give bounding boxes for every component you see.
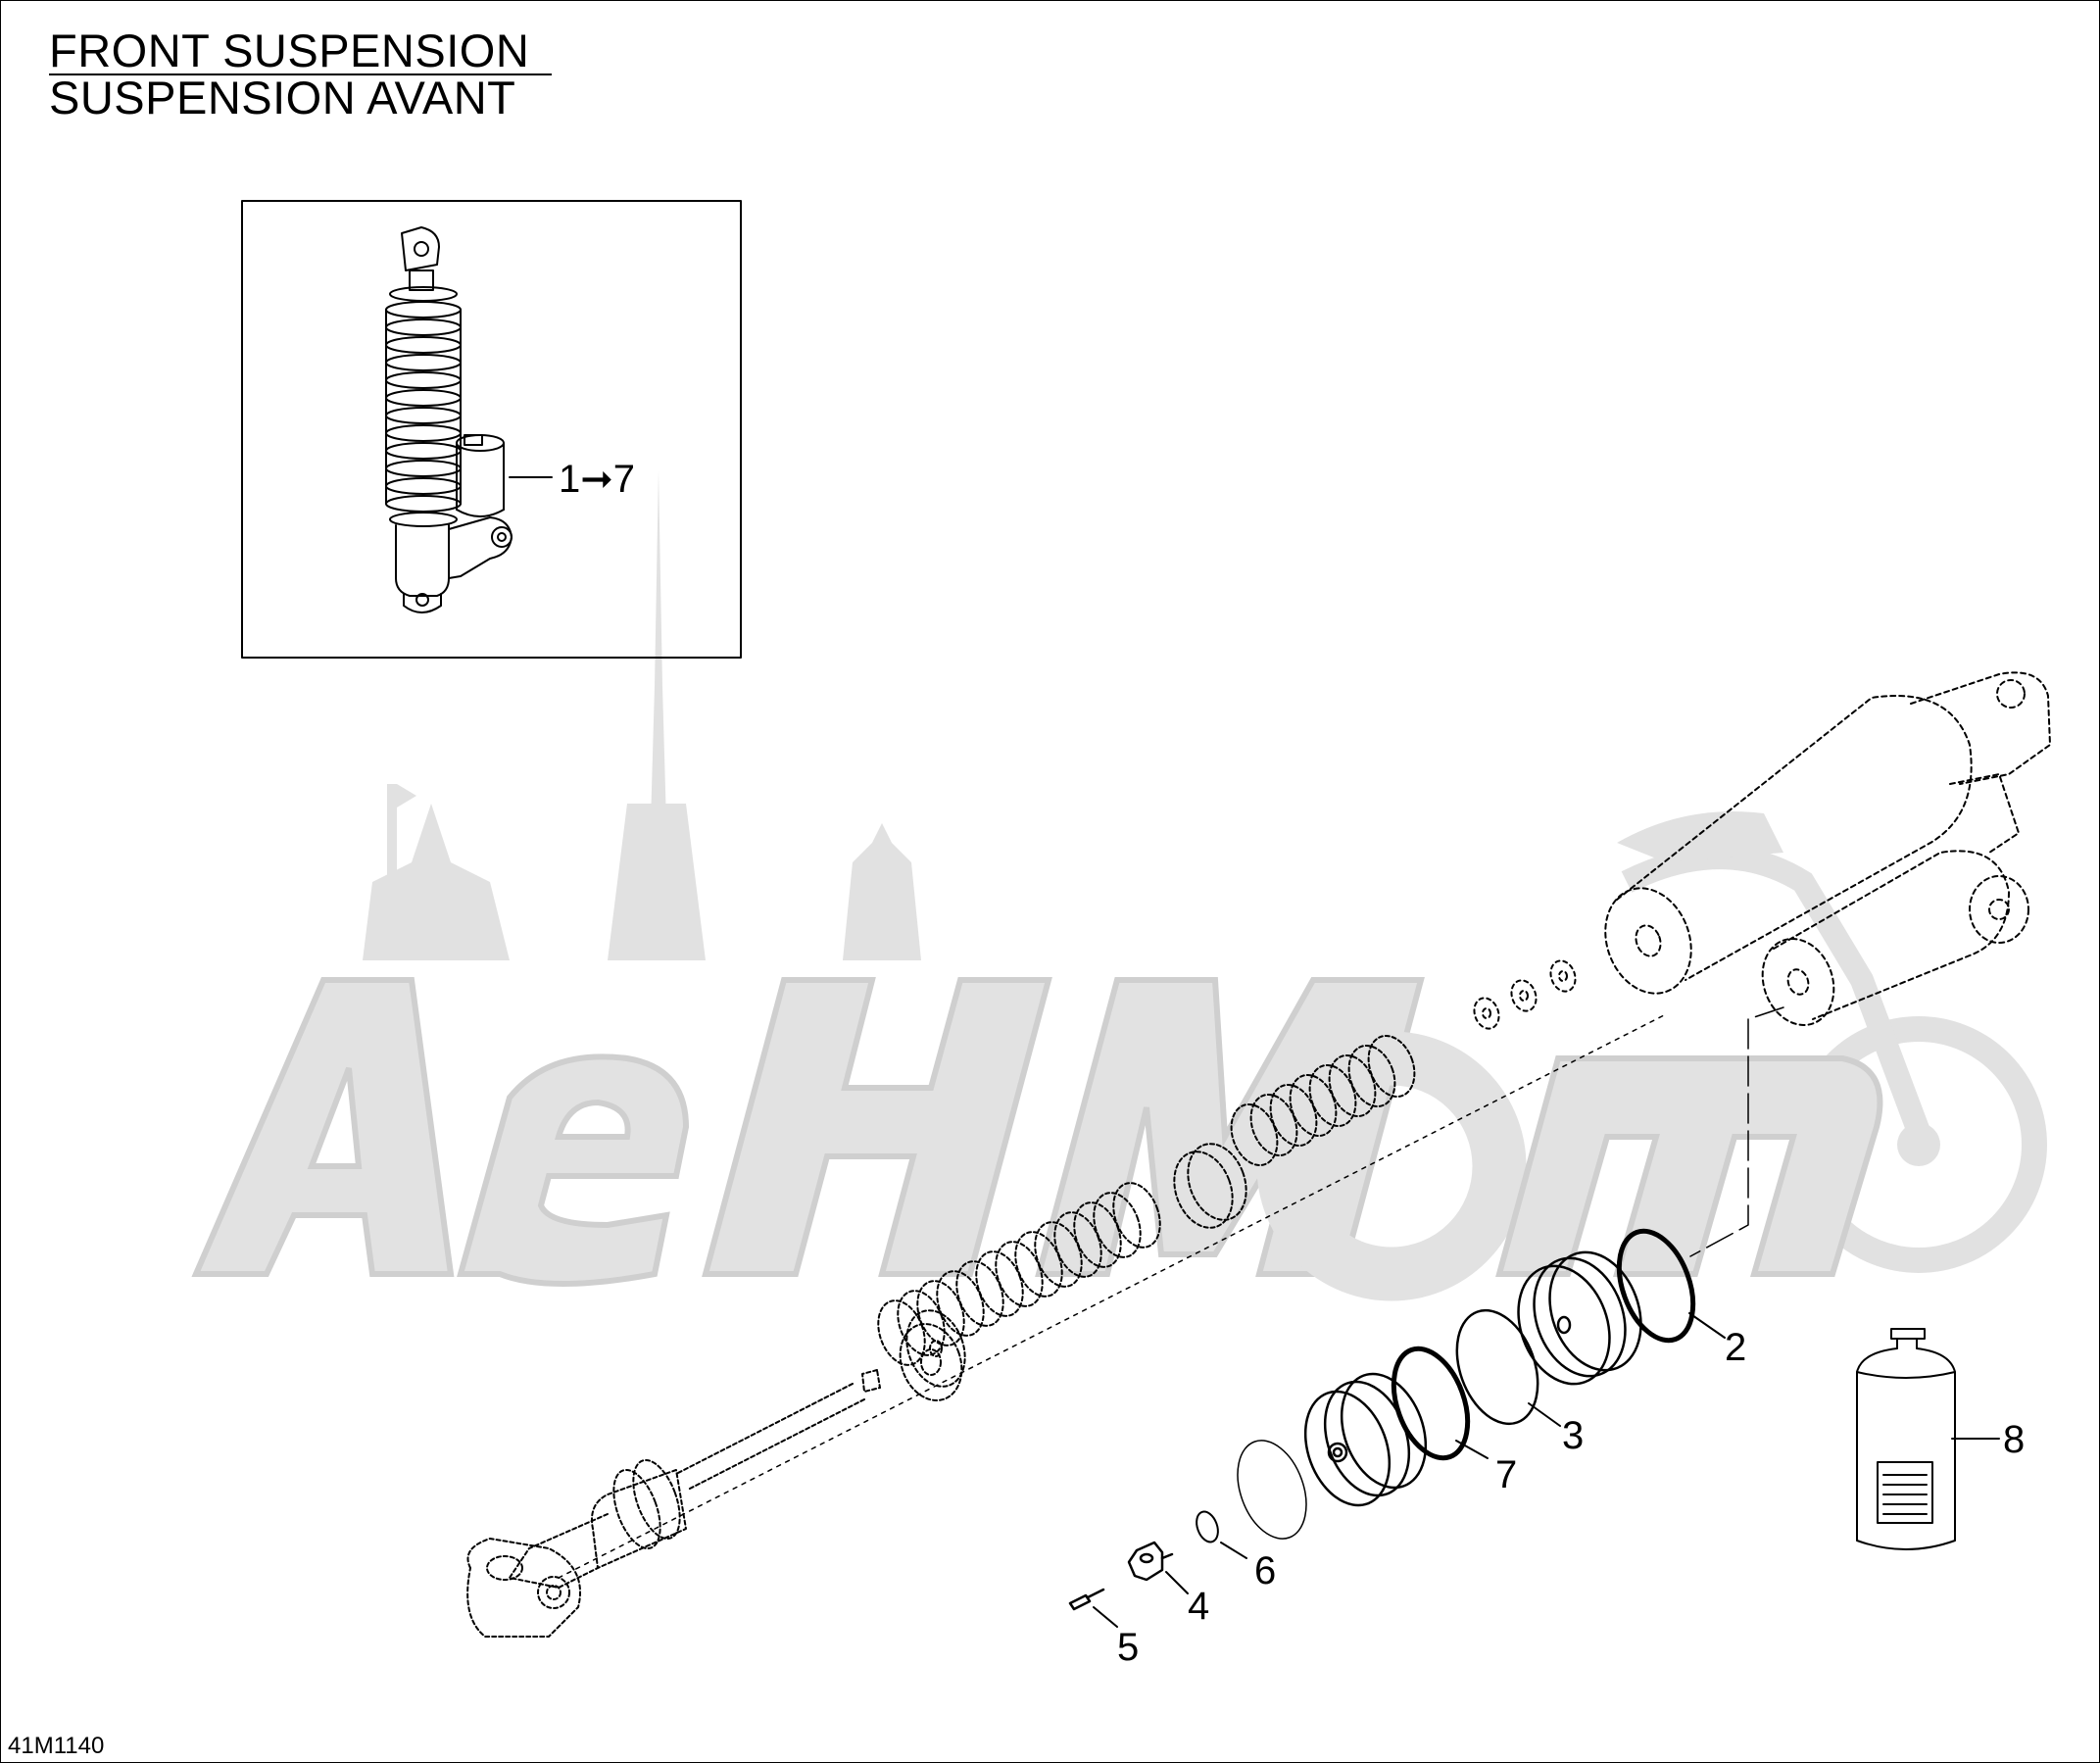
phantom-shim-stack-upper [1230, 1035, 1416, 1166]
assembly-axis [558, 1013, 1667, 1579]
phantom-shaft-and-eye [466, 1369, 881, 1638]
callout-7: 7 [1495, 1453, 1517, 1496]
reservoir-cap [1517, 1250, 1642, 1386]
part-3-o-ring [1455, 1308, 1539, 1426]
callout-2: 2 [1725, 1326, 1746, 1369]
diaphragm-disk [1237, 1440, 1307, 1540]
title-french: SUSPENSION AVANT [49, 72, 516, 123]
callout-leaders [1093, 1312, 2000, 1628]
part-5-screw [1068, 1588, 1105, 1611]
watermark-letter-a [191, 977, 455, 1277]
phantom-washers [1473, 959, 1577, 1030]
part-2-o-ring [1616, 1228, 1696, 1344]
shock-body-phantom [1604, 671, 2051, 1026]
callout-3: 3 [1562, 1414, 1584, 1457]
bladder-cap [1303, 1372, 1428, 1507]
part-4-valve [1127, 1541, 1174, 1582]
phantom-shim-stack-lower [877, 1182, 1161, 1388]
inset-box [241, 200, 742, 659]
inset-label: 1➞7 [559, 458, 635, 501]
title-underline [49, 73, 552, 75]
callout-8: 8 [2003, 1418, 2025, 1461]
callout-5: 5 [1117, 1626, 1139, 1669]
figure-code: 41M1140 [8, 1733, 105, 1759]
part-8-oil-bottle [1856, 1328, 1956, 1550]
phantom-washer-lower [899, 1323, 963, 1401]
title-english: FRONT SUSPENSION [49, 24, 530, 76]
part-6-small-o-ring [1196, 1510, 1219, 1543]
phantom-piston [1173, 1143, 1247, 1229]
callout-4: 4 [1188, 1585, 1209, 1628]
callout-6: 6 [1254, 1549, 1276, 1592]
reservoir-link-line [1689, 1006, 1784, 1257]
part-7-o-ring [1391, 1346, 1471, 1461]
inset-shock-assembly [385, 226, 513, 613]
